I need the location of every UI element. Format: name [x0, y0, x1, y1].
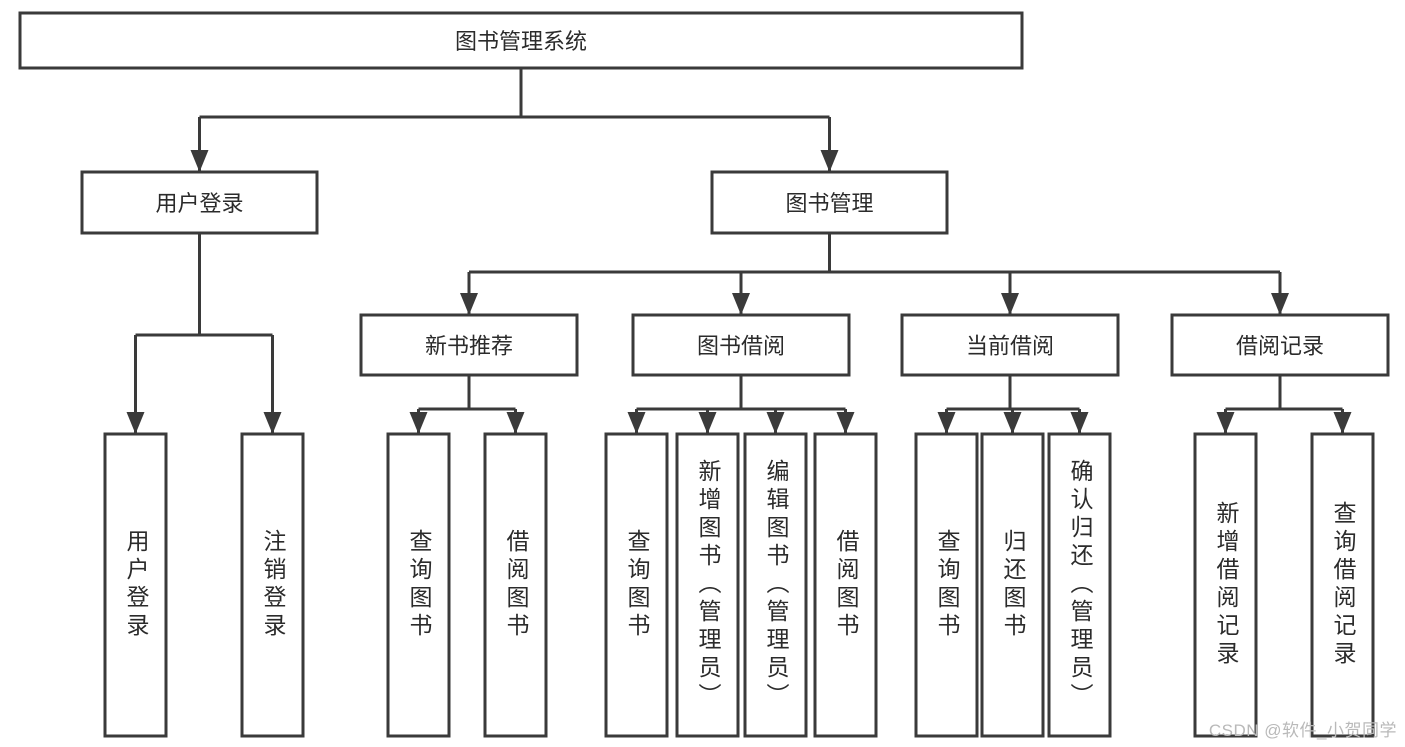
node-current-borrow[interactable]: 当前借阅 [900, 313, 1120, 377]
node-leaf-confirm-return-box[interactable] [1047, 432, 1112, 738]
user-login-to-leaves-arrow-0 [126, 412, 145, 434]
node-user-login[interactable]: 用户登录 [80, 170, 319, 235]
node-leaf-return-book-box[interactable] [980, 432, 1045, 738]
book-borrow-to-leaves-arrow-0 [627, 412, 646, 434]
root-to-level2-arrow-1 [820, 150, 839, 172]
node-book-borrow[interactable]: 图书借阅 [631, 313, 851, 377]
node-leaf-add-book[interactable] [675, 432, 740, 738]
node-leaf-query-book-3-box[interactable] [914, 432, 979, 738]
node-book-borrow-label: 图书借阅 [697, 334, 785, 359]
current-borrow-to-leaves-arrow-1 [1003, 412, 1022, 434]
node-leaf-user-logout-box[interactable] [240, 432, 305, 738]
root-to-level2-arrow-0 [190, 150, 209, 172]
node-leaf-borrow-book-1[interactable] [483, 432, 548, 738]
root-node-box[interactable] [18, 11, 1024, 70]
book-manage-to-level3-arrow-0 [460, 293, 478, 315]
borrow-record-to-leaves-arrow-0 [1216, 412, 1235, 434]
node-leaf-user-login[interactable] [103, 432, 168, 738]
node-leaf-query-book-2-box[interactable] [604, 432, 669, 738]
node-user-login-box[interactable] [80, 170, 319, 235]
node-leaf-borrow-book-2[interactable] [813, 432, 878, 738]
book-manage-to-level3-arrow-2 [1001, 293, 1019, 315]
node-book-manage[interactable]: 图书管理 [710, 170, 949, 235]
node-user-login-label: 用户登录 [155, 191, 243, 216]
current-borrow-to-leaves-arrow-2 [1070, 412, 1089, 434]
book-manage-to-level3-arrow-1 [732, 293, 750, 315]
node-book-borrow-box[interactable] [631, 313, 851, 377]
root-node-label: 图书管理系统 [455, 29, 587, 54]
node-leaf-borrow-book-1-box[interactable] [483, 432, 548, 738]
watermark-text: CSDN @软件_小贺同学 [1208, 721, 1397, 740]
book-manage-to-level3-arrow-3 [1271, 293, 1289, 315]
node-leaf-query-record[interactable] [1310, 432, 1375, 738]
node-leaf-user-logout[interactable] [240, 432, 305, 738]
node-leaf-borrow-book-2-box[interactable] [813, 432, 878, 738]
connectors-layer [126, 68, 1352, 434]
node-borrow-record[interactable]: 借阅记录 [1170, 313, 1390, 377]
book-borrow-to-leaves-arrow-3 [836, 412, 855, 434]
node-leaf-add-record-box[interactable] [1193, 432, 1258, 738]
node-current-borrow-label: 当前借阅 [966, 334, 1054, 359]
node-leaf-edit-book[interactable] [743, 432, 808, 738]
node-new-book-recommend-box[interactable] [359, 313, 579, 377]
book-borrow-to-leaves-arrow-1 [698, 412, 717, 434]
node-leaf-query-book-2[interactable] [604, 432, 669, 738]
node-leaf-query-book-1[interactable] [386, 432, 451, 738]
node-leaf-confirm-return[interactable] [1047, 432, 1112, 738]
node-leaf-add-book-box[interactable] [675, 432, 740, 738]
new-book-recommend-to-leaves-arrow-1 [506, 412, 525, 434]
node-book-manage-label: 图书管理 [785, 191, 873, 216]
node-current-borrow-box[interactable] [900, 313, 1120, 377]
node-leaf-query-book-1-box[interactable] [386, 432, 451, 738]
node-leaf-edit-book-box[interactable] [743, 432, 808, 738]
node-borrow-record-label: 借阅记录 [1236, 334, 1324, 359]
node-leaf-query-record-box[interactable] [1310, 432, 1375, 738]
node-leaf-return-book[interactable] [980, 432, 1045, 738]
node-leaf-user-login-box[interactable] [103, 432, 168, 738]
root-node[interactable]: 图书管理系统 [18, 11, 1024, 70]
user-login-to-leaves-arrow-1 [263, 412, 282, 434]
current-borrow-to-leaves-arrow-0 [937, 412, 956, 434]
node-new-book-recommend[interactable]: 新书推荐 [359, 313, 579, 377]
node-leaf-query-book-3[interactable] [914, 432, 979, 738]
node-new-book-recommend-label: 新书推荐 [425, 334, 513, 359]
book-borrow-to-leaves-arrow-2 [766, 412, 785, 434]
node-book-manage-box[interactable] [710, 170, 949, 235]
borrow-record-to-leaves-arrow-1 [1333, 412, 1352, 434]
node-borrow-record-box[interactable] [1170, 313, 1390, 377]
node-leaf-add-record[interactable] [1193, 432, 1258, 738]
new-book-recommend-to-leaves-arrow-0 [409, 412, 428, 434]
